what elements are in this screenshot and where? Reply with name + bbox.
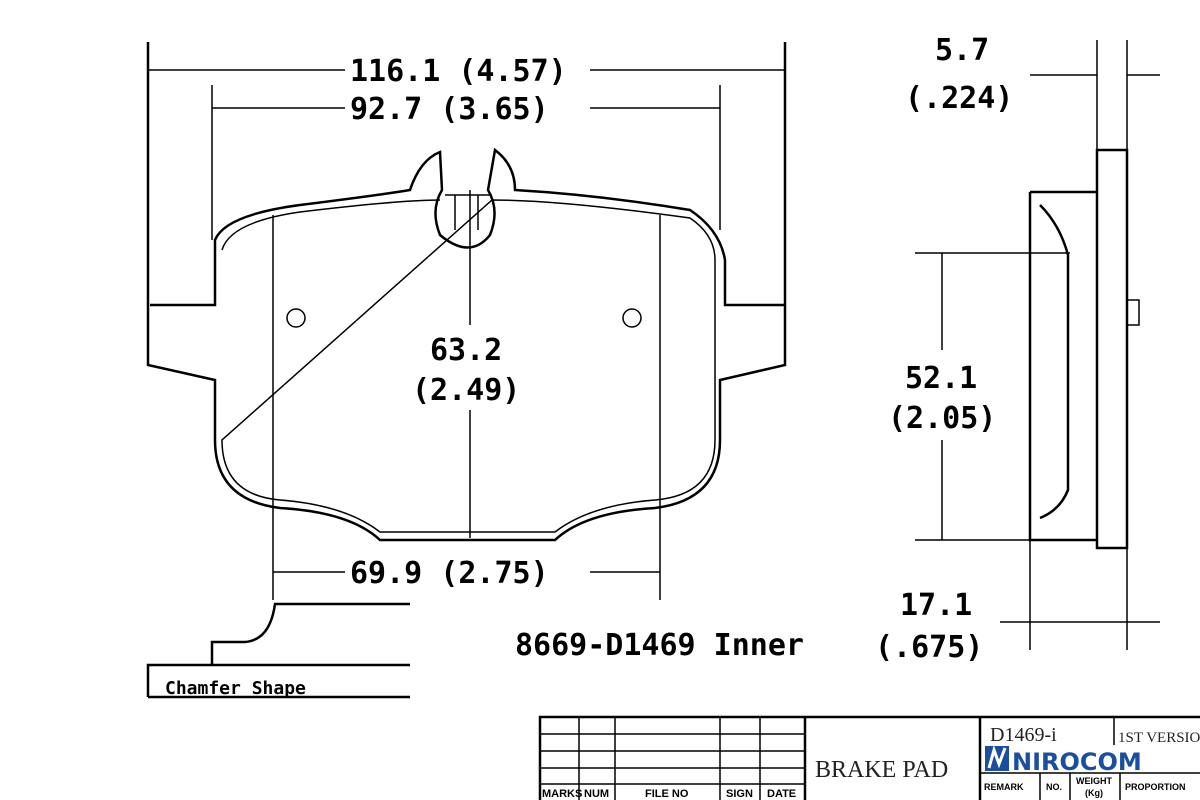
chamfer-label: Chamfer Shape — [165, 678, 306, 699]
nirocom-logo: NIROCOM — [985, 745, 1142, 776]
header-sign: SIGN — [726, 788, 753, 800]
dim-side-height-in: (2.05) — [888, 401, 996, 436]
dim-inner-width: 92.7 (3.65) — [350, 92, 549, 127]
col-weight-unit: (Kg) — [1085, 788, 1103, 798]
part-number: D1469-i — [990, 724, 1057, 746]
col-remark: REMARK — [984, 782, 1024, 792]
pad-front-view: 116.1 (4.57) 92.7 (3.65) 63.2 (2.49) 69.… — [146, 42, 787, 600]
dim-overall-width: 116.1 (4.57) — [350, 54, 567, 89]
dim-backplate-thickness: 5.7 — [935, 33, 989, 68]
dim-total-thickness: 17.1 — [900, 588, 972, 623]
header-file-no: FILE NO — [645, 788, 689, 800]
col-proportion: PROPORTION — [1125, 782, 1186, 792]
col-no: NO. — [1046, 782, 1062, 792]
logo-text: NIROCOM — [1012, 748, 1142, 776]
dim-height-in: (2.49) — [412, 373, 520, 408]
title-block: MARKS NUM FILE NO SIGN DATE BRAKE PAD D1… — [538, 715, 1200, 800]
header-date: DATE — [767, 788, 796, 800]
drawing-title: BRAKE PAD — [815, 757, 948, 783]
dim-bottom-width: 69.9 (2.75) — [350, 556, 549, 591]
chamfer-detail: Chamfer Shape — [146, 602, 410, 699]
pad-side-view: 5.7 (.224) 52.1 (2.05) 17.1 (.675) — [875, 33, 1160, 665]
dim-side-height: 52.1 — [905, 361, 977, 396]
col-weight: WEIGHT — [1076, 776, 1112, 786]
dim-backplate-thickness-in: (.224) — [905, 81, 1013, 116]
version: 1ST VERSION — [1118, 730, 1200, 746]
header-marks: MARKS — [542, 788, 582, 800]
dim-total-thickness-in: (.675) — [875, 630, 983, 665]
part-label: 8669-D1469 Inner — [515, 628, 804, 663]
header-num: NUM — [584, 788, 609, 800]
dim-height: 63.2 — [430, 333, 502, 368]
